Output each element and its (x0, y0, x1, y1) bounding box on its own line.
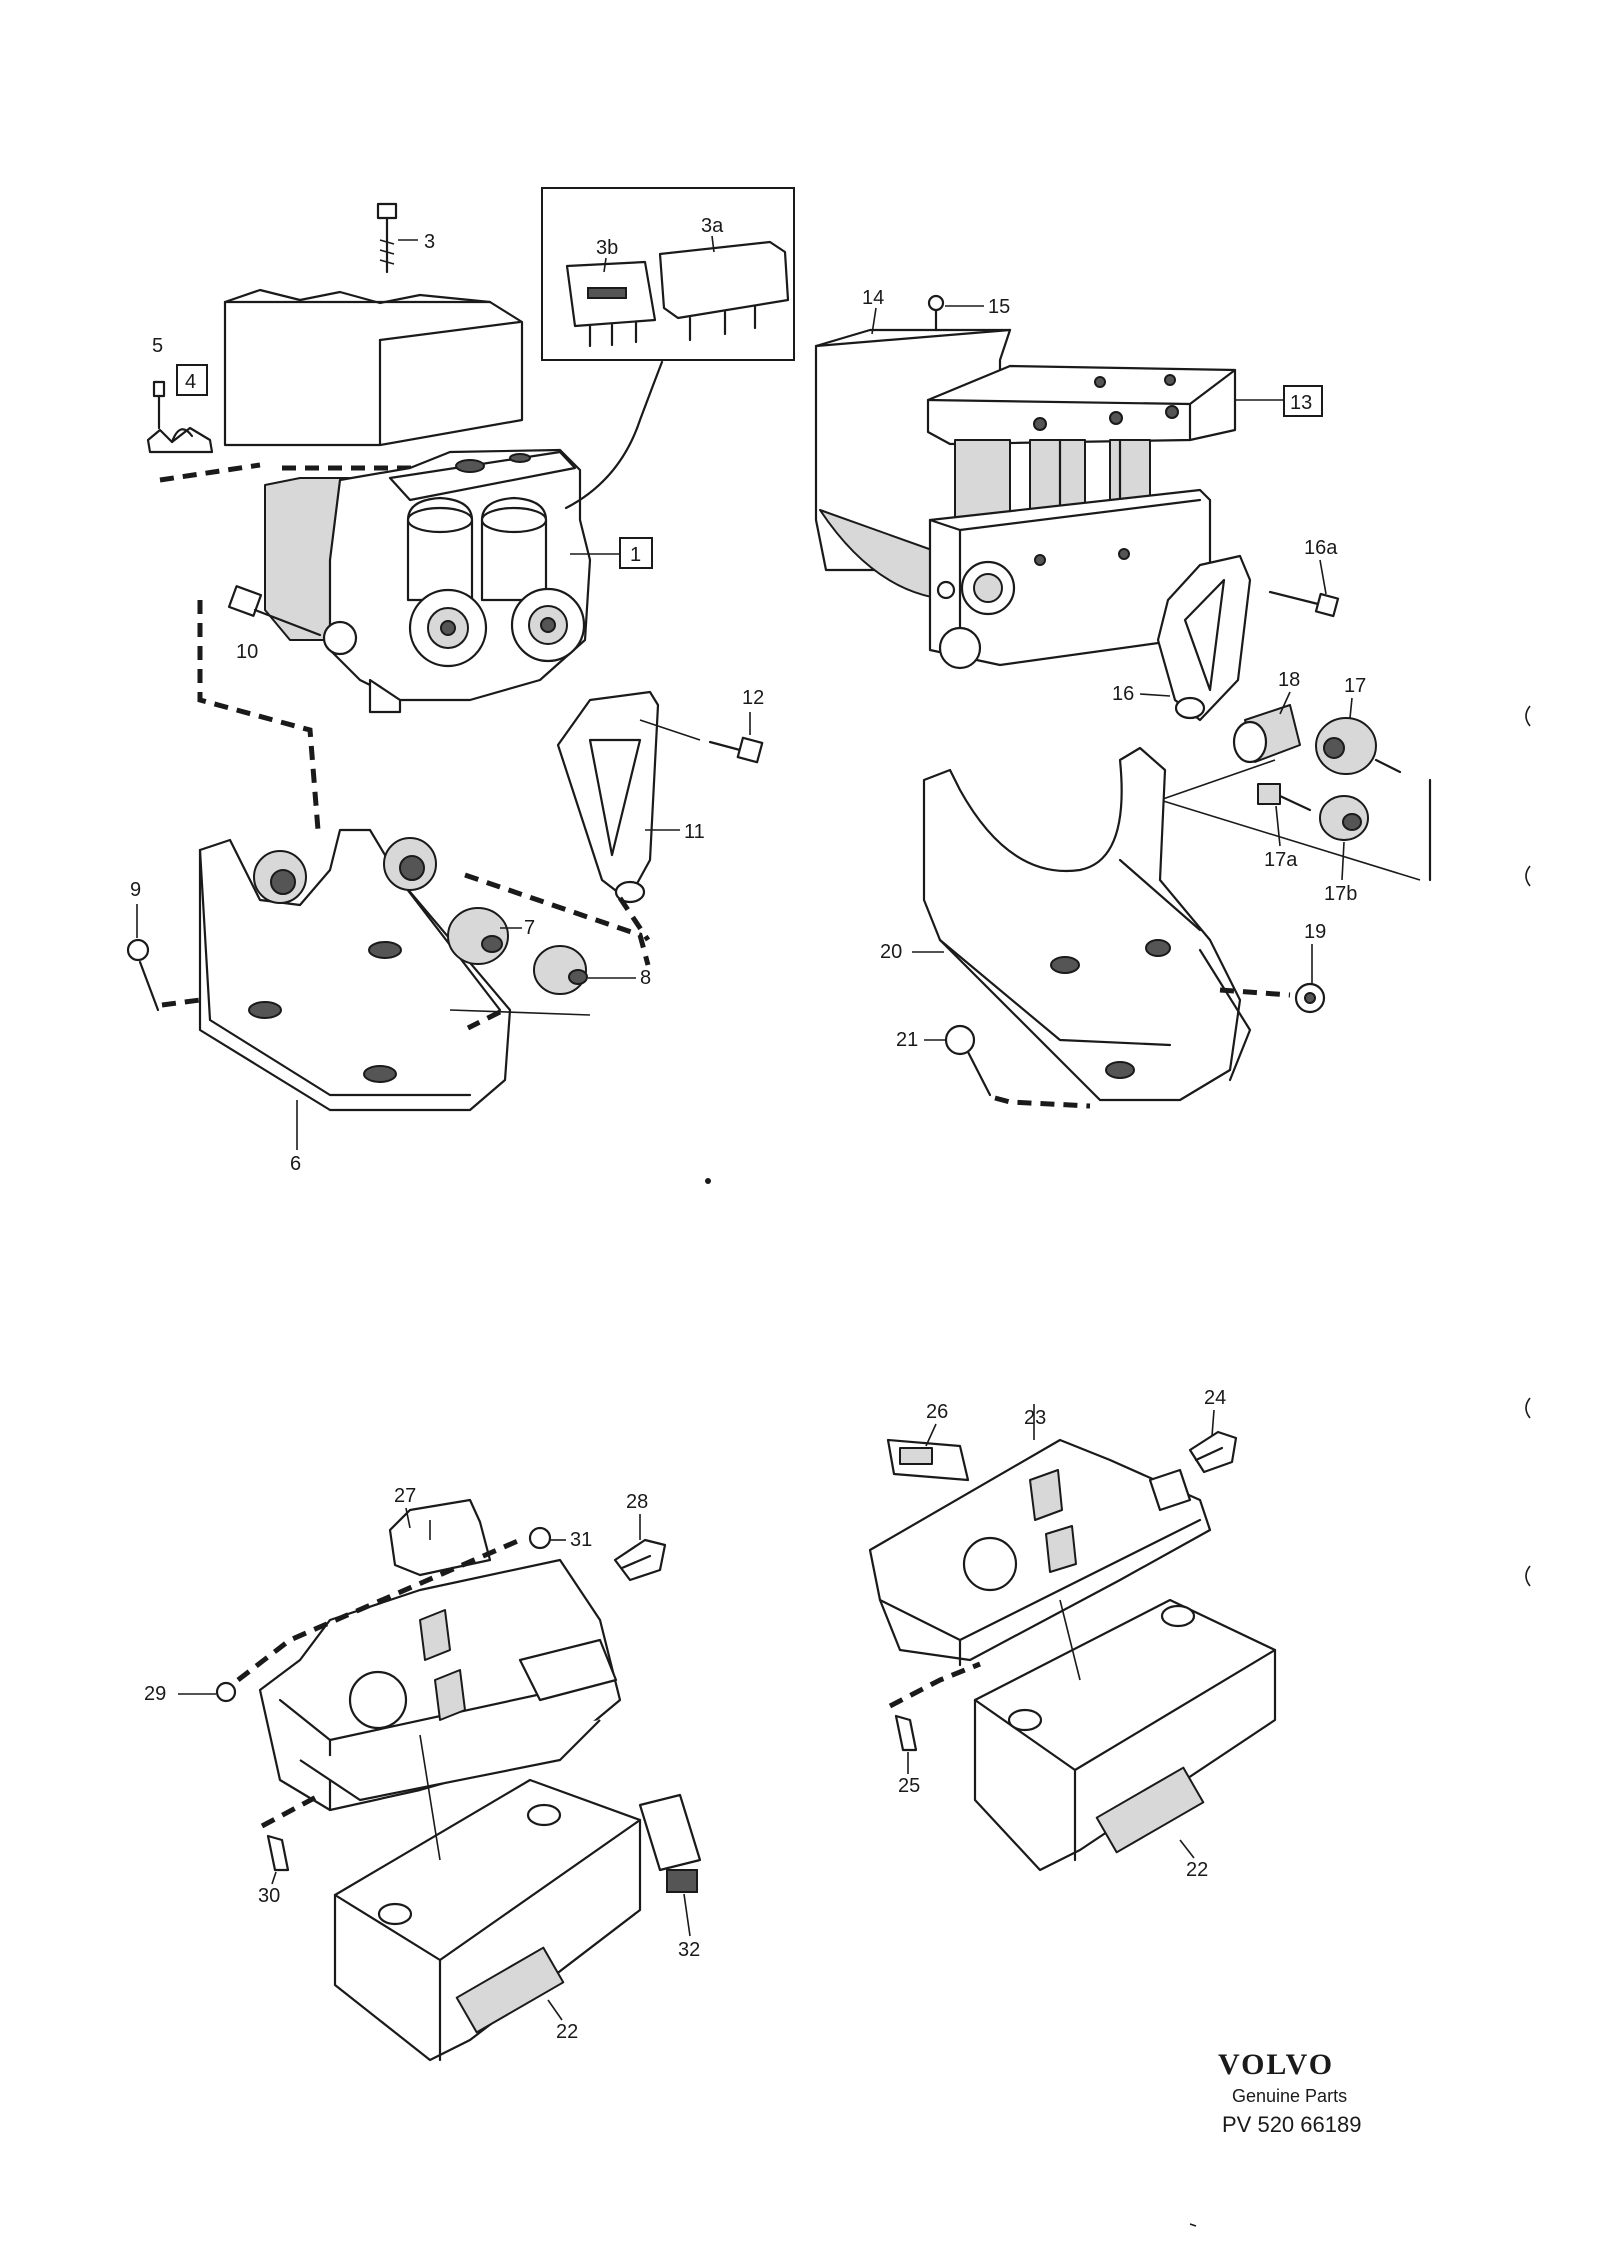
callout-6: 6 (290, 1153, 301, 1175)
control-unit-right (868, 1430, 1277, 1872)
callout-13: 13 (1290, 392, 1312, 414)
callout-32: 32 (678, 1939, 700, 1961)
callout-25: 25 (898, 1775, 920, 1797)
callout-17: 17 (1344, 675, 1366, 697)
relay-3a-icon (658, 240, 790, 342)
relay-3b-icon (565, 260, 657, 348)
callout-31: 31 (570, 1529, 592, 1551)
callout-16a: 16a (1304, 537, 1338, 559)
pin-25-icon (894, 1714, 918, 1752)
footer-block: VOLVO Genuine Parts PV 520 66189 (1218, 2048, 1361, 2137)
relay-32-icon (638, 1793, 702, 1893)
callout-1: 1 (630, 544, 641, 566)
callout-12: 12 (742, 687, 764, 709)
bracket-16-icon (1156, 554, 1252, 722)
callout-21: 21 (896, 1029, 918, 1051)
callout-30: 30 (258, 1885, 280, 1907)
nut-29-icon (215, 1681, 237, 1703)
mount-bracket-20 (922, 746, 1252, 1102)
control-module-22a-icon (333, 1778, 642, 2062)
clip-28-icon (613, 1538, 667, 1582)
callout-5: 5 (152, 335, 163, 357)
bolt-21-icon (944, 1024, 992, 1097)
volvo-logo: VOLVO (1218, 2048, 1334, 2081)
control-unit-left (215, 1498, 702, 2062)
damper-7-icon (447, 907, 509, 965)
callout-3b: 3b (596, 237, 618, 259)
nut-31-icon (528, 1526, 552, 1550)
callout-23: 23 (1024, 1407, 1046, 1429)
callout-9: 9 (130, 879, 141, 901)
bolt-17a-icon (1257, 783, 1312, 812)
hydraulic-unit-right (814, 328, 1432, 882)
callout-7: 7 (524, 917, 535, 939)
callout-19: 19 (1304, 921, 1326, 943)
clip-24-icon (1188, 1430, 1238, 1474)
callout-labels: 3 3a 3b 4 5 1 10 12 11 9 7 8 6 14 15 (130, 215, 1366, 2043)
callout-22-right: 22 (1186, 1859, 1208, 1881)
callout-17b: 17b (1324, 883, 1357, 905)
damper-8-icon (533, 945, 588, 995)
callout-27: 27 (394, 1485, 416, 1507)
callout-15: 15 (988, 296, 1010, 318)
margin-marks (1525, 705, 1531, 1587)
nut-19-icon (1294, 982, 1326, 1014)
bolt-3-icon (376, 202, 398, 274)
callout-3a: 3a (701, 215, 724, 237)
clamp-4-icon (146, 380, 214, 454)
mount-bracket-6 (126, 828, 588, 1112)
callout-22-left: 22 (556, 2021, 578, 2043)
damper-17b-icon (1319, 795, 1369, 841)
spacer-18-icon (1232, 704, 1301, 764)
callout-20: 20 (880, 941, 902, 963)
callout-29: 29 (144, 1683, 166, 1705)
bracket-11-icon (556, 690, 660, 904)
screw-15-icon (927, 294, 945, 332)
hydraulic-unit-left (146, 202, 764, 904)
callout-4: 4 (185, 371, 196, 393)
callout-13-box (1283, 385, 1323, 417)
callout-16: 16 (1112, 683, 1134, 705)
damper-17-icon (1315, 717, 1402, 775)
callout-10: 10 (236, 641, 258, 663)
callout-4-box (176, 364, 208, 396)
callout-18: 18 (1278, 669, 1300, 691)
callout-3: 3 (424, 231, 435, 253)
bolt-9-icon (126, 938, 160, 1012)
bolt-16a-icon (1268, 590, 1340, 618)
callout-8: 8 (640, 967, 651, 989)
relay-inset-box (541, 187, 795, 361)
bolt-10-icon (227, 585, 322, 637)
part-number: PV 520 66189 (1222, 2112, 1361, 2137)
pin-30-icon (266, 1834, 290, 1872)
callout-17a: 17a (1264, 849, 1298, 871)
genuine-parts-label: Genuine Parts (1232, 2086, 1347, 2106)
bolt-12-icon (708, 736, 764, 764)
callout-26: 26 (926, 1401, 948, 1423)
callout-1-box (619, 537, 653, 569)
callout-28: 28 (626, 1491, 648, 1513)
scan-dot (705, 1178, 711, 1184)
callout-24: 24 (1204, 1387, 1226, 1409)
callout-14: 14 (862, 287, 884, 309)
callout-11: 11 (684, 821, 705, 843)
control-module-22b-icon (973, 1598, 1277, 1872)
label-26-icon (886, 1438, 970, 1482)
